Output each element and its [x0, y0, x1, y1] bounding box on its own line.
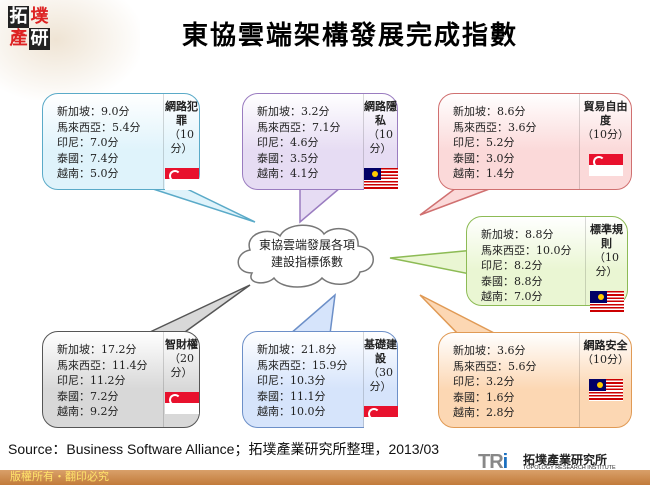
score-line: 越南：4.1分	[257, 167, 319, 180]
callout-5: 新加坡：17.2分馬來西亞：11.4分印尼：11.2分泰國：7.2分越南：9.2…	[42, 331, 200, 428]
malaysia-flag-icon	[364, 168, 398, 190]
score-line: 新加坡：3.6分	[453, 344, 526, 357]
score-line: 泰國：1.6分	[453, 390, 515, 404]
category-max: （10分）	[368, 128, 393, 155]
score-line: 泰國：8.8分	[481, 274, 543, 288]
copyright-footer: 版權所有‧翻印必究	[0, 470, 650, 485]
score-line: 新加坡：8.6分	[453, 105, 526, 118]
category-max: （10分）	[594, 251, 619, 278]
category-panel: 貿易自由度（10分）	[579, 94, 631, 189]
score-line: 印尼：7.0分	[57, 136, 119, 149]
center-cloud: 東協雲端發展各項 建設指標係數	[232, 218, 382, 290]
page-title: 東協雲端架構發展完成指數	[181, 21, 518, 51]
category-max: （10分）	[169, 128, 194, 155]
score-line: 印尼：10.3分	[257, 374, 326, 387]
score-line: 馬來西亞：10.0分	[481, 243, 572, 257]
callout-2: 新加坡：3.2分馬來西亞：7.1分印尼：4.6分泰國：3.5分越南：4.1分網路…	[242, 93, 398, 190]
score-list: 新加坡：8.8分馬來西亞：10.0分印尼：8.2分泰國：8.8分越南：7.0分	[481, 227, 572, 305]
category-max: （30分）	[368, 366, 393, 393]
tri-logo: TRi 拓墣產業研究所 TOPOLOGY RESEARCH INSTITUTE	[478, 451, 648, 473]
logo-char: 拓	[8, 6, 29, 28]
center-label-line1: 東協雲端發展各項	[258, 238, 355, 252]
score-line: 泰國：7.2分	[57, 389, 119, 403]
category-max: （20分）	[169, 352, 194, 379]
category-title: 網路安全	[583, 339, 628, 352]
score-line: 印尼：4.6分	[257, 136, 319, 149]
score-line: 泰國：3.5分	[257, 151, 319, 165]
score-line: 新加坡：17.2分	[57, 343, 137, 356]
category-panel: 基礎建設（30分）	[363, 332, 398, 428]
score-list: 新加坡：8.6分馬來西亞：3.6分印尼：5.2分泰國：3.0分越南：1.4分	[453, 104, 537, 182]
singapore-flag-icon	[364, 406, 398, 428]
category-title: 貿易自由度	[583, 100, 628, 127]
callout-7: 新加坡：3.6分馬來西亞：5.6分印尼：3.2分泰國：1.6分越南：2.8分網路…	[438, 332, 632, 428]
score-line: 越南：2.8分	[453, 406, 515, 419]
category-panel: 網路犯罪（10分）	[163, 94, 199, 190]
category-panel: 網路安全（10分）	[579, 333, 631, 427]
score-line: 泰國：11.1分	[257, 389, 326, 403]
callout-4: 新加坡：8.8分馬來西亞：10.0分印尼：8.2分泰國：8.8分越南：7.0分標…	[466, 216, 628, 313]
score-line: 泰國：7.4分	[57, 151, 119, 165]
score-list: 新加坡：17.2分馬來西亞：11.4分印尼：11.2分泰國：7.2分越南：9.2…	[57, 342, 148, 420]
source-note: Source：Business Software Alliance；拓墣產業研究…	[8, 441, 440, 457]
score-line: 新加坡：21.8分	[257, 343, 337, 356]
logo-char: 研	[29, 28, 50, 50]
score-line: 馬來西亞：5.4分	[57, 120, 141, 134]
score-line: 馬來西亞：15.9分	[257, 358, 348, 372]
score-line: 印尼：3.2分	[453, 375, 515, 388]
score-line: 馬來西亞：11.4分	[57, 358, 148, 372]
category-title: 標準規則	[590, 223, 623, 250]
callout-6: 新加坡：21.8分馬來西亞：15.9分印尼：10.3分泰國：11.1分越南：10…	[242, 331, 398, 428]
score-line: 越南：9.2分	[57, 405, 119, 418]
score-list: 新加坡：9.0分馬來西亞：5.4分印尼：7.0分泰國：7.4分越南：5.0分	[57, 104, 141, 182]
logo-char: 產	[9, 28, 28, 49]
score-line: 印尼：8.2分	[481, 259, 543, 272]
brand-mark-i: i	[502, 451, 508, 473]
singapore-flag-icon	[164, 392, 199, 414]
score-list: 新加坡：21.8分馬來西亞：15.9分印尼：10.3分泰國：11.1分越南：10…	[257, 342, 348, 420]
category-panel: 智財權（20分）	[163, 332, 199, 427]
brand-english: TOPOLOGY RESEARCH INSTITUTE	[523, 465, 616, 471]
score-line: 馬來西亞：7.1分	[257, 120, 341, 134]
category-title: 基礎建設	[364, 338, 397, 365]
brand-mark: TR	[478, 451, 504, 473]
category-panel: 網路隱私（10分）	[363, 94, 398, 190]
score-line: 印尼：11.2分	[57, 374, 126, 387]
category-title: 網路犯罪	[165, 100, 198, 127]
singapore-flag-icon	[588, 154, 623, 176]
category-panel: 標準規則（10分）	[585, 217, 627, 313]
score-list: 新加坡：3.2分馬來西亞：7.1分印尼：4.6分泰國：3.5分越南：4.1分	[257, 104, 341, 182]
brand-name: 拓墣產業研究所	[523, 453, 608, 467]
category-max: （10分）	[582, 353, 629, 366]
category-title: 智財權	[165, 338, 198, 351]
score-line: 越南：1.4分	[453, 167, 515, 180]
score-list: 新加坡：3.6分馬來西亞：5.6分印尼：3.2分泰國：1.6分越南：2.8分	[453, 343, 537, 421]
score-line: 馬來西亞：5.6分	[453, 359, 537, 373]
callout-3: 新加坡：8.6分馬來西亞：3.6分印尼：5.2分泰國：3.0分越南：1.4分貿易…	[438, 93, 632, 190]
center-label-line2: 建設指標係數	[270, 255, 343, 269]
score-line: 新加坡：3.2分	[257, 105, 330, 118]
logo-char: 墣	[30, 6, 49, 27]
category-max: （10分）	[582, 128, 629, 141]
malaysia-flag-icon	[588, 379, 623, 401]
score-line: 越南：10.0分	[257, 405, 326, 418]
score-line: 新加坡：8.8分	[481, 228, 554, 241]
callout-1: 新加坡：9.0分馬來西亞：5.4分印尼：7.0分泰國：7.4分越南：5.0分網路…	[42, 93, 200, 190]
category-title: 網路隱私	[364, 100, 397, 127]
score-line: 越南：7.0分	[481, 290, 543, 303]
score-line: 越南：5.0分	[57, 167, 119, 180]
singapore-flag-icon	[164, 168, 199, 190]
score-line: 泰國：3.0分	[453, 151, 515, 165]
score-line: 印尼：5.2分	[453, 136, 515, 149]
score-line: 新加坡：9.0分	[57, 105, 130, 118]
logo: 拓墣產研	[8, 6, 52, 54]
score-line: 馬來西亞：3.6分	[453, 120, 537, 134]
malaysia-flag-icon	[589, 291, 624, 313]
